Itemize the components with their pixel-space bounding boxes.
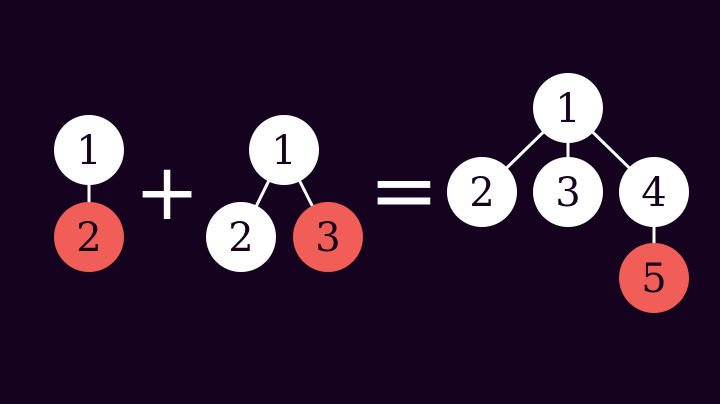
equals-operator: = [369, 141, 439, 239]
tree-left-node-1: 1 [54, 115, 124, 185]
node-circle [447, 157, 517, 227]
node-label: 5 [641, 256, 666, 302]
node-label: 1 [555, 86, 580, 132]
node-circle [54, 202, 124, 272]
tree-middle-node-3: 3 [293, 202, 363, 272]
tree-middle-node-2: 2 [206, 202, 276, 272]
node-circle [54, 115, 124, 185]
tree-left-node-2: 2 [54, 202, 124, 272]
node-circle [619, 243, 689, 313]
node-circle [533, 157, 603, 227]
node-label: 4 [641, 170, 666, 216]
node-circle [533, 73, 603, 143]
node-label: 1 [76, 128, 101, 174]
tree-right-node-2: 2 [447, 157, 517, 227]
node-circle [293, 202, 363, 272]
tree-middle-node-1: 1 [249, 115, 319, 185]
node-label: 2 [469, 170, 494, 216]
node-circle [249, 115, 319, 185]
plus-operator: + [134, 148, 199, 238]
node-label: 2 [228, 215, 253, 261]
node-circle [619, 157, 689, 227]
node-label: 3 [555, 170, 580, 216]
node-circle [206, 202, 276, 272]
tree-right-node-4: 4 [619, 157, 689, 227]
tree-right-node-3: 3 [533, 157, 603, 227]
node-label: 2 [76, 215, 101, 261]
tree-right-node-1: 1 [533, 73, 603, 143]
node-label: 1 [271, 128, 296, 174]
node-label: 3 [315, 215, 340, 261]
tree-right-node-5: 5 [619, 243, 689, 313]
